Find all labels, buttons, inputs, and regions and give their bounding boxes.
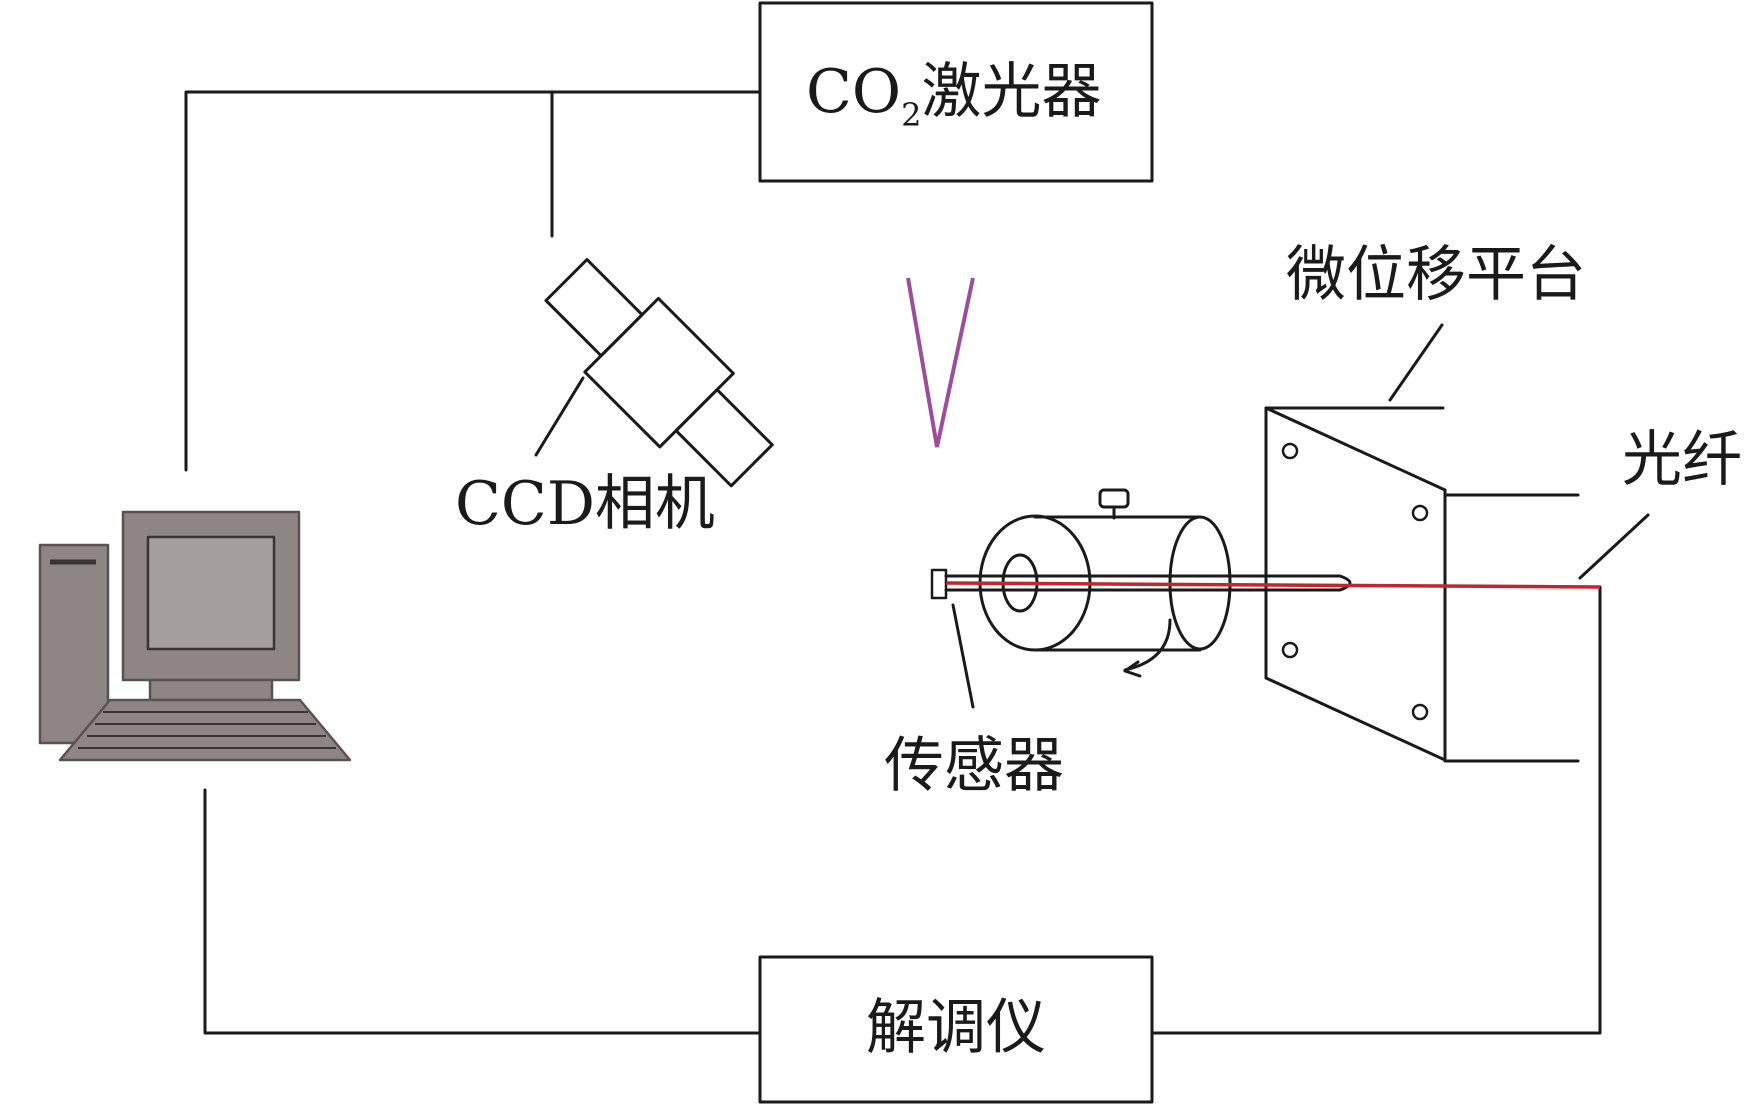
micro-stage-label: 微位移平台 xyxy=(1286,240,1586,310)
sensor-label: 传感器 xyxy=(884,731,1064,801)
demodulator-box xyxy=(758,955,1154,1104)
desktop-computer-icon xyxy=(38,510,352,762)
sensor-cylinder-icon xyxy=(930,488,1352,678)
laser-to-computer-wire xyxy=(184,90,762,472)
laser-subscript-text: 2 xyxy=(901,96,922,134)
ccd-camera-icon xyxy=(544,258,774,488)
demodulator-to-computer-wire xyxy=(203,788,762,1035)
optical-fiber-line xyxy=(945,581,1601,589)
laser-beam-icon xyxy=(906,277,975,448)
fiber-to-demodulator-wire xyxy=(1150,585,1602,1035)
laser-suffix-text: 激光器 xyxy=(921,57,1102,127)
sensor-leader-line xyxy=(951,603,975,709)
camera-leader-line xyxy=(534,376,585,457)
demodulator-label: 解调仪 xyxy=(866,993,1046,1063)
fiber-leader-line xyxy=(1578,513,1650,580)
stage-leader-line xyxy=(1388,323,1444,402)
laser-prefix-text: CO xyxy=(806,57,902,127)
co2-laser-label: CO2激光器 xyxy=(806,62,1101,131)
micro-displacement-stage-icon xyxy=(1264,406,1580,763)
ccd-camera-label: CCD相机 xyxy=(455,469,715,539)
fiber-label: 光纤 xyxy=(1622,425,1742,495)
